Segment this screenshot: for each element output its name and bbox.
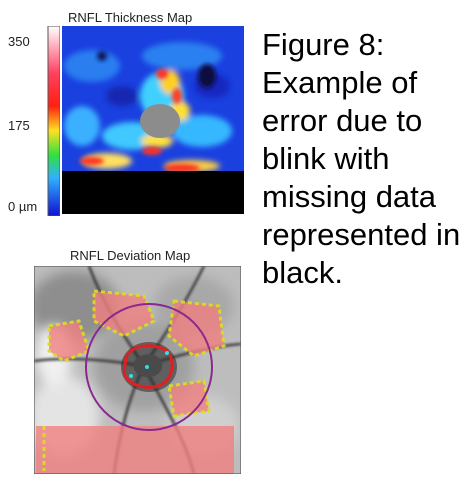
thickness-color-scale bbox=[42, 26, 60, 216]
caption-line-7: black. bbox=[262, 255, 343, 290]
figure-caption: Figure 8: Example of error due to blink … bbox=[262, 26, 475, 292]
scale-label-min: 0 µm bbox=[8, 199, 38, 214]
scale-label-mid: 175 bbox=[8, 118, 30, 133]
caption-line-6: represented in bbox=[262, 217, 461, 252]
caption-line-5: missing data bbox=[262, 179, 437, 214]
caption-line-3: error due to bbox=[262, 103, 423, 138]
caption-line-2: Example of bbox=[262, 65, 418, 100]
thickness-map-image bbox=[62, 26, 244, 214]
deviation-map-image bbox=[34, 266, 241, 474]
deviation-map-title: RNFL Deviation Map bbox=[70, 248, 191, 263]
caption-line-1: Figure 8: bbox=[262, 27, 385, 62]
thickness-map-title: RNFL Thickness Map bbox=[68, 10, 193, 25]
caption-line-4: blink with bbox=[262, 141, 390, 176]
missing-data-region bbox=[62, 171, 244, 214]
scale-label-max: 350 bbox=[8, 34, 30, 49]
